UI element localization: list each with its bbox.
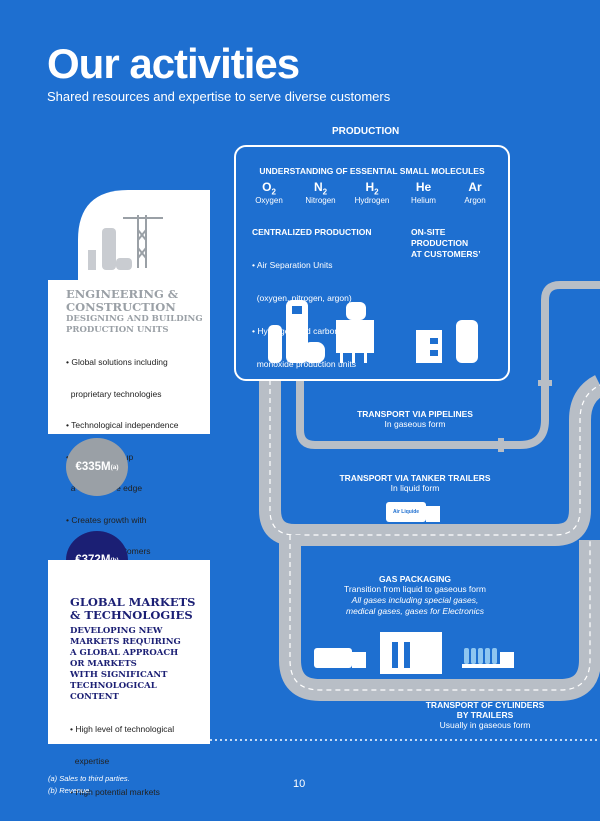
- engineering-illustration: [78, 190, 210, 280]
- packaging-label: GAS PACKAGING Transition from liquid to …: [344, 574, 486, 616]
- packaging-illustration: [314, 632, 514, 674]
- plants-illustration: [268, 300, 478, 363]
- onsite-plant-icon: [416, 320, 478, 363]
- cylinders-label: TRANSPORT OF CYLINDERS BY TRAILERS Usual…: [425, 700, 545, 730]
- page-title: Our activities: [47, 40, 300, 87]
- production-box: [234, 145, 510, 381]
- page-subtitle: Shared resources and expertise to serve …: [47, 89, 391, 104]
- pipeline: [296, 281, 600, 449]
- page-number: 10: [293, 778, 306, 790]
- centralized-heading: CENTRALIZED PRODUCTION: [252, 227, 372, 237]
- valve-icon: [538, 380, 552, 386]
- tanker-truck: Air Liquide: [386, 502, 440, 522]
- cylinders-trailer-icon: [462, 648, 514, 668]
- footnotes: (a) Sales to third parties. (b) Revenue.: [48, 774, 130, 795]
- molecules-heading: UNDERSTANDING OF ESSENTIAL SMALL MOLECUL…: [259, 166, 485, 176]
- production-heading: PRODUCTION: [332, 126, 400, 137]
- packaging-plant-icon: [380, 632, 442, 674]
- engineering-badge: €335M(a): [66, 438, 128, 496]
- engineering-card: [48, 280, 210, 434]
- global-text: GLOBAL MARKETS & TECHNOLOGIES DEVELOPING…: [70, 595, 196, 798]
- crane-icon: [123, 215, 163, 268]
- truck-brand: Air Liquide: [386, 502, 426, 522]
- centralized-plant-icon: [268, 300, 374, 363]
- global-card: [48, 560, 210, 744]
- pipelines-label: TRANSPORT VIA PIPELINES In gaseous form: [357, 409, 473, 429]
- plant-icon: [88, 228, 132, 270]
- valve-icon: [498, 438, 504, 452]
- tankers-label: TRANSPORT VIA TANKER TRAILERS In liquid …: [339, 473, 491, 493]
- cylinder-truck-icon: [314, 648, 366, 668]
- onsite-heading: ON-SITE PRODUCTION AT CUSTOMERS’: [411, 227, 481, 259]
